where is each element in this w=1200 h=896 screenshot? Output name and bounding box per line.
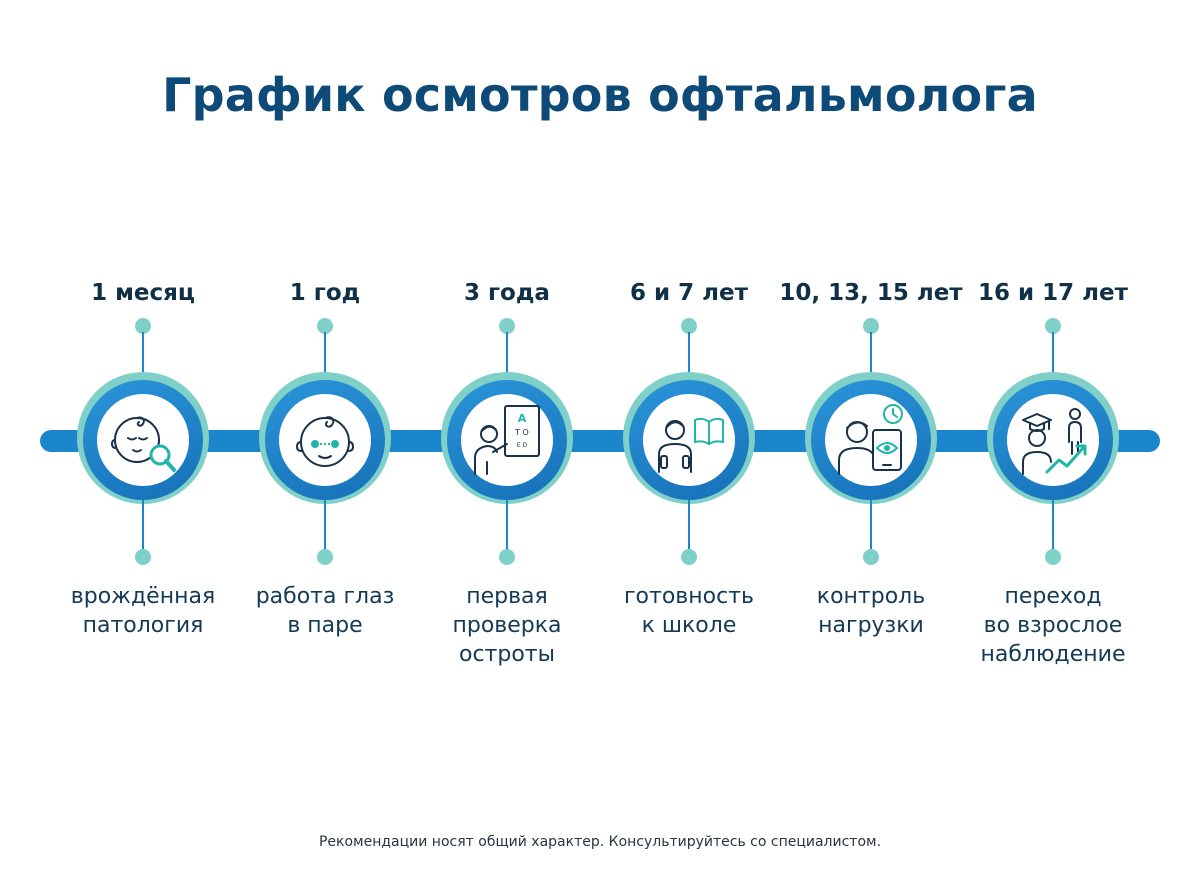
step-age-label: 16 и 17 лет — [978, 280, 1128, 306]
connector-line-bottom — [688, 500, 690, 552]
connector-dot-top — [863, 318, 879, 334]
description-line: патология — [82, 613, 204, 638]
timeline-step-1-month: 1 месяц врождённая патология — [48, 0, 238, 896]
connector-line-top — [1052, 332, 1054, 392]
student-book-icon — [658, 417, 724, 473]
toddler-eyes-icon — [295, 416, 355, 467]
step-age-label: 6 и 7 лет — [630, 280, 748, 306]
disclaimer-footnote: Рекомендации носят общий характер. Консу… — [318, 834, 882, 850]
timeline-step-1-year: 1 год работа глаз в паре — [230, 0, 420, 896]
connector-dot-bottom — [499, 549, 515, 565]
timeline-step-10-13-15-years: 10, 13, 15 лет контроль нагрузки — [776, 0, 966, 896]
step-age-label: 3 года — [464, 280, 550, 306]
chart-letter-row: T O — [514, 428, 529, 437]
connector-line-bottom — [506, 500, 508, 552]
description-line: первая — [466, 584, 548, 609]
eye-chart-child-icon: A T O E D — [474, 405, 540, 475]
description-line: переход — [1004, 584, 1102, 609]
chart-letter-row: E D — [517, 442, 528, 449]
icon-circle — [279, 394, 371, 486]
step-description: готовность к школе — [594, 582, 784, 640]
description-line: врождённая — [70, 584, 216, 609]
connector-dot-bottom — [135, 549, 151, 565]
description-line: остроты — [459, 642, 555, 667]
connector-dot-top — [499, 318, 515, 334]
step-description: врождённая патология — [48, 582, 238, 640]
description-line: нагрузки — [818, 613, 924, 638]
connector-dot-bottom — [1045, 549, 1061, 565]
page-title: График осмотров офтальмолога — [162, 68, 1038, 122]
timeline-step-3-years: 3 года A T O E D первая проверка остроты — [412, 0, 602, 896]
connector-dot-top — [1045, 318, 1061, 334]
description-line: к школе — [641, 613, 737, 638]
connector-dot-bottom — [317, 549, 333, 565]
timeline-step-6-7-years: 6 и 7 лет готовность к школе — [594, 0, 784, 896]
step-age-label: 1 месяц — [91, 280, 195, 306]
icon-circle — [461, 394, 553, 486]
timeline-step-16-17-years: 16 и 17 лет переход во взрослое наблюден… — [958, 0, 1148, 896]
connector-dot-top — [317, 318, 333, 334]
connector-line-bottom — [142, 500, 144, 552]
graduate-growth-icon — [1022, 408, 1087, 475]
connector-line-bottom — [324, 500, 326, 552]
chart-letter-row: A — [518, 412, 527, 425]
teen-tablet-icon — [838, 404, 903, 475]
connector-line-top — [324, 332, 326, 392]
connector-line-bottom — [1052, 500, 1054, 552]
connector-dot-bottom — [863, 549, 879, 565]
description-line: готовность — [624, 584, 754, 609]
step-description: первая проверка остроты — [412, 582, 602, 669]
step-description: контроль нагрузки — [776, 582, 966, 640]
connector-line-top — [506, 332, 508, 392]
connector-line-top — [142, 332, 144, 392]
step-age-label: 10, 13, 15 лет — [779, 280, 963, 306]
description-line: работа глаз — [255, 584, 395, 609]
connector-dot-top — [135, 318, 151, 334]
description-line: контроль — [816, 584, 926, 609]
connector-dot-bottom — [681, 549, 697, 565]
connector-dot-top — [681, 318, 697, 334]
step-description: работа глаз в паре — [230, 582, 420, 640]
description-line: проверка — [452, 613, 562, 638]
connector-line-top — [870, 332, 872, 392]
connector-line-bottom — [870, 500, 872, 552]
description-line: во взрослое — [983, 613, 1123, 638]
step-description: переход во взрослое наблюдение — [958, 582, 1148, 669]
description-line: в паре — [287, 613, 363, 638]
description-line: наблюдение — [980, 642, 1126, 667]
baby-magnifier-icon — [110, 416, 176, 472]
connector-line-top — [688, 332, 690, 392]
step-age-label: 1 год — [289, 280, 361, 306]
